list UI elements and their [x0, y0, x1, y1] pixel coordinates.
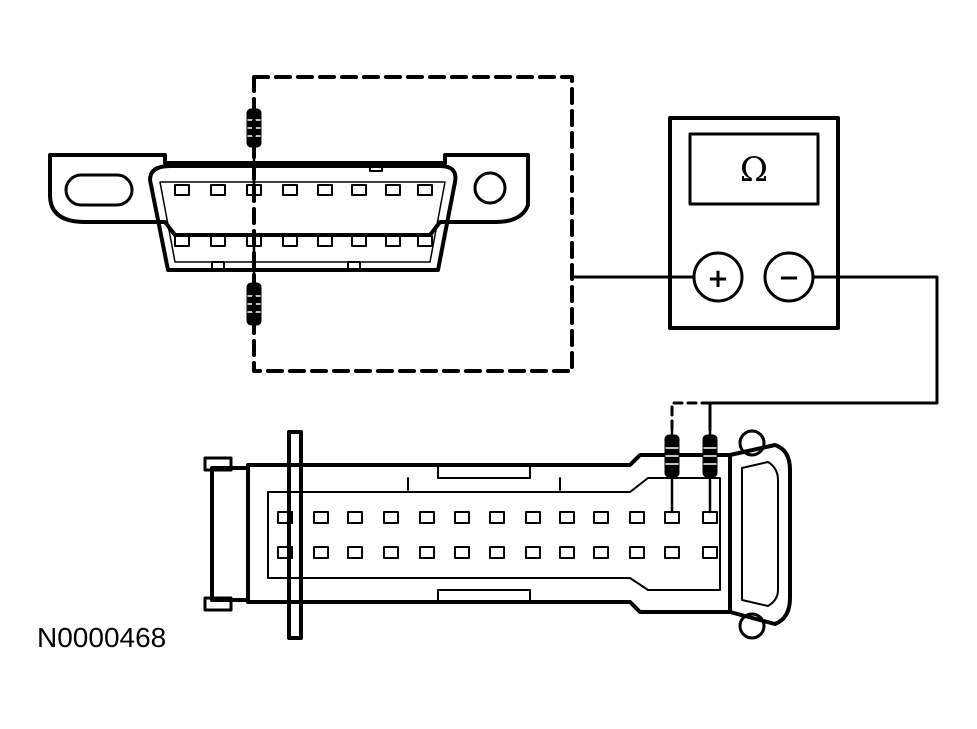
dlc-pin-row-top: [174, 184, 433, 196]
module-jumper-dashed: [670, 401, 712, 432]
module-pin-row-top: [277, 511, 718, 524]
figure-identifier: N0000468: [37, 622, 167, 653]
ohmmeter-negative-label: −: [778, 263, 800, 293]
ohmmeter-positive-label: +: [707, 264, 729, 294]
module-pin-row-bottom: [277, 546, 718, 559]
data-link-connector: [48, 153, 530, 272]
dlc-pin-row-bottom: [174, 235, 433, 247]
negative-lead-wire: [708, 275, 939, 432]
module-left-probe: [664, 428, 680, 514]
ohmmeter-symbol: Ω: [740, 150, 768, 190]
module-connector: [203, 429, 792, 640]
ohmmeter: [668, 116, 840, 330]
module-right-probe: [702, 428, 718, 514]
dlc-jumper-dashed-box: [252, 75, 574, 373]
ohmmeter-display: [688, 132, 820, 206]
